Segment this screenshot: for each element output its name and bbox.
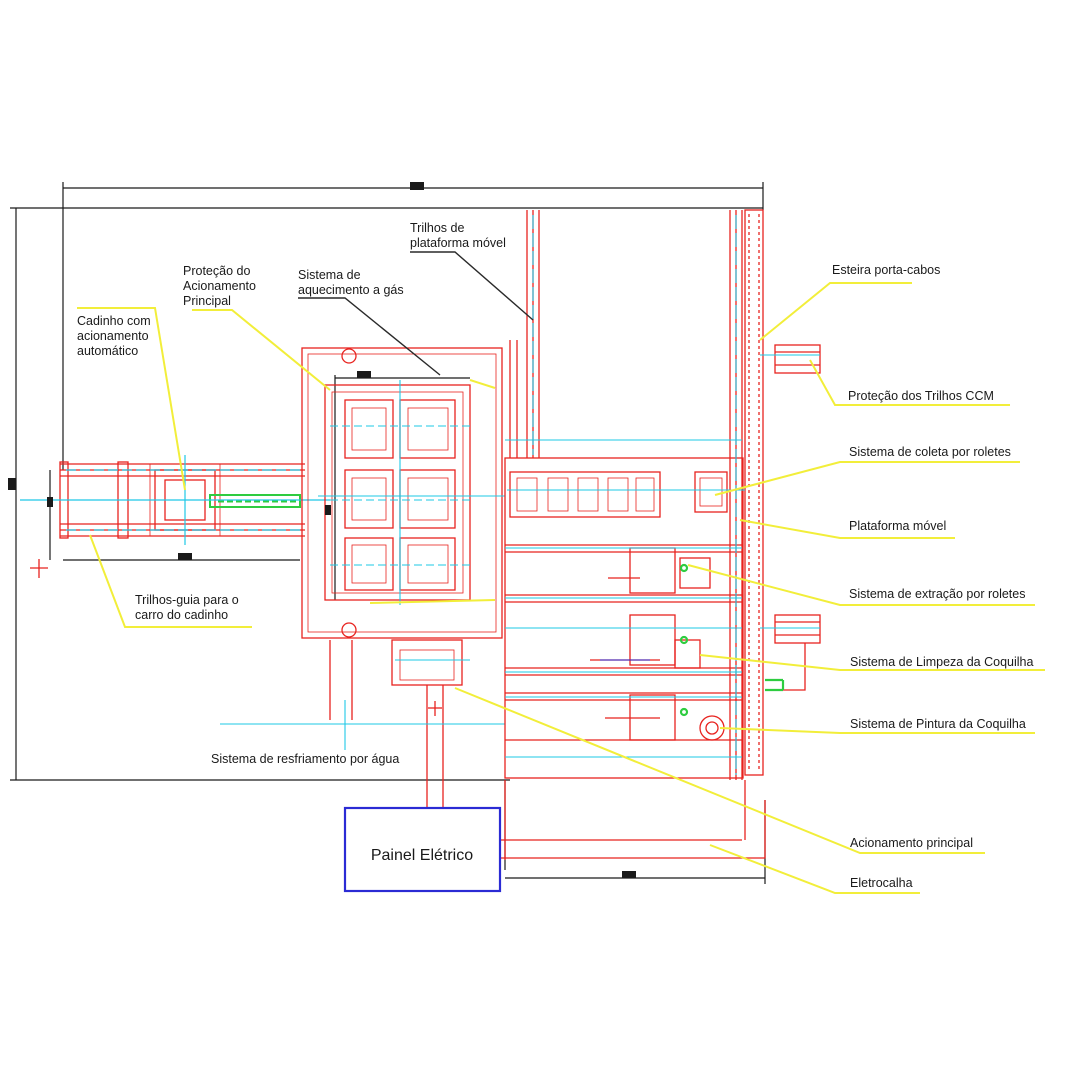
label-esteira: Esteira porta-cabos bbox=[832, 263, 940, 277]
label-cadinho: Cadinho com acionamento automático bbox=[77, 314, 154, 358]
label-acionamento-principal: Acionamento principal bbox=[850, 836, 973, 850]
label-extracao: Sistema de extração por roletes bbox=[849, 587, 1025, 601]
label-aquecimento: Sistema de aquecimento a gás bbox=[298, 268, 404, 297]
labels: Trilhos de plataforma móvel Proteção do … bbox=[77, 221, 1033, 890]
green-accents bbox=[679, 563, 785, 717]
heating-system bbox=[301, 347, 503, 810]
cadinho-centerlines bbox=[20, 455, 330, 545]
label-pintura: Sistema de Pintura da Coquilha bbox=[850, 717, 1026, 731]
label-trilhos-guia: Trilhos-guia para o carro do cadinho bbox=[135, 593, 242, 622]
label-protecao-acionamento: Proteção do Acionamento Principal bbox=[183, 264, 259, 308]
heating-cyan-lines bbox=[220, 380, 505, 750]
label-protecao-trilhos: Proteção dos Trilhos CCM bbox=[848, 389, 994, 403]
label-limpeza: Sistema de Limpeza da Coquilha bbox=[850, 655, 1033, 669]
leader-lines-dark bbox=[298, 251, 534, 376]
label-resfriamento: Sistema de resfriamento por água bbox=[211, 752, 399, 766]
label-plataforma: Plataforma móvel bbox=[849, 519, 946, 533]
platform-rails bbox=[500, 209, 821, 860]
electrical-panel: Painel Elétrico bbox=[343, 806, 502, 893]
electrical-panel-label: Painel Elétrico bbox=[371, 847, 473, 864]
dimension-marks bbox=[8, 182, 636, 878]
leader-lines-yellow bbox=[77, 282, 1045, 894]
label-trilhos-plataforma: Trilhos de plataforma móvel bbox=[410, 221, 506, 250]
label-coleta: Sistema de coleta por roletes bbox=[849, 445, 1011, 459]
crosshair-marks bbox=[30, 559, 442, 716]
label-eletrocalha: Eletrocalha bbox=[850, 876, 913, 890]
